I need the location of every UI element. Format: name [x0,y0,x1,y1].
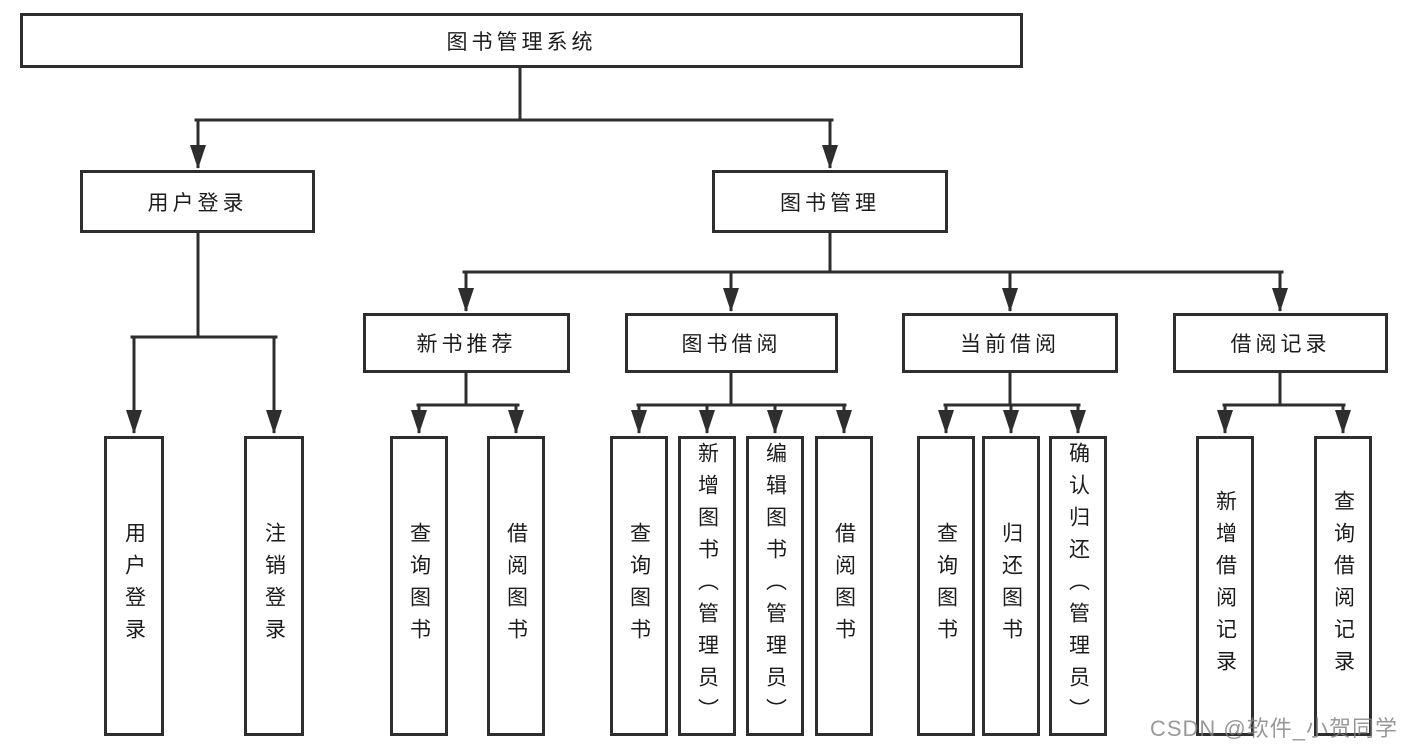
leaf-return-books: 归还图书 [982,436,1040,736]
node-label: 新增图书（管理员） [695,442,719,730]
node-label: 借阅图书 [504,522,528,650]
leaf-query-books-current: 查询图书 [917,436,975,736]
leaf-edit-books-admin: 编辑图书（管理员） [746,436,804,736]
leaf-query-books-recommend: 查询图书 [390,436,448,736]
node-label: 编辑图书（管理员） [763,442,787,730]
node-label: 查询借阅记录 [1331,490,1355,682]
leaf-logout: 注销登录 [244,436,304,736]
node-label: 当前借阅 [960,333,1060,356]
node-library-management-system: 图书管理系统 [20,13,1023,68]
leaf-add-borrow-record: 新增借阅记录 [1196,436,1254,736]
node-label: 确认归还（管理员） [1066,442,1090,730]
node-label: 图书管理 [780,191,880,215]
node-label: 新书推荐 [416,333,517,356]
node-label: 图书借阅 [681,333,782,356]
node-current-borrowing: 当前借阅 [902,313,1118,373]
leaf-borrow-books: 借阅图书 [815,436,873,736]
leaf-query-borrow-record: 查询借阅记录 [1314,436,1372,736]
node-label: 查询图书 [934,522,958,650]
node-label: 借阅记录 [1230,333,1331,356]
leaf-user-login: 用户登录 [104,436,164,736]
node-book-management: 图书管理 [712,170,948,233]
leaf-borrow-books-recommend: 借阅图书 [487,436,545,736]
node-label: 用户登录 [122,522,146,650]
leaf-confirm-return-admin: 确认归还（管理员） [1049,436,1107,736]
csdn-watermark: CSDN @软件_小贺同学 [1149,716,1398,741]
node-user-login: 用户登录 [80,170,315,233]
node-label: 借阅图书 [832,522,856,650]
node-book-borrowing: 图书借阅 [625,313,838,373]
node-label: 注销登录 [262,522,286,650]
leaf-query-books-borrow: 查询图书 [610,436,668,736]
leaf-add-books-admin: 新增图书（管理员） [678,436,736,736]
node-borrowing-records: 借阅记录 [1173,313,1388,373]
node-label: 用户登录 [147,191,248,215]
node-label: 查询图书 [627,522,651,650]
node-label: 查询图书 [407,522,431,650]
node-label: 图书管理系统 [446,30,597,54]
node-new-book-recommendation: 新书推荐 [363,313,570,373]
node-label: 归还图书 [999,522,1023,650]
node-label: 新增借阅记录 [1213,490,1237,682]
